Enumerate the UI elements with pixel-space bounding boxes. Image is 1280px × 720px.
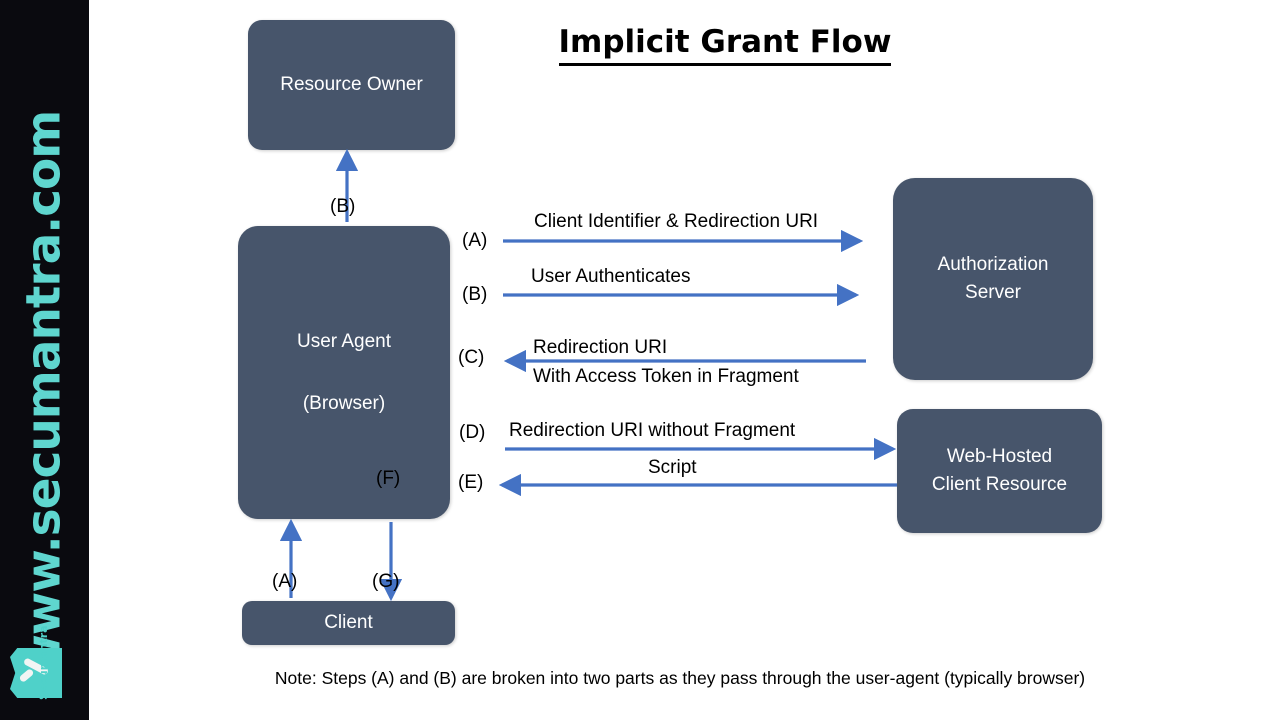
footer-note: Note: Steps (A) and (B) are broken into …	[274, 668, 1086, 688]
flow-label-a: Client Identifier & Redirection URI	[534, 211, 819, 232]
step-tag-c: (C)	[458, 347, 485, 368]
node-authorization-server: Authorization Server	[893, 178, 1093, 380]
node-web-hosted-client-resource-label-line2: Client Resource	[931, 474, 1068, 495]
step-tag-b: (B)	[462, 284, 488, 305]
flow-label-d: Redirection URI without Fragment	[509, 420, 796, 441]
page-title: Implicit Grant Flow	[500, 24, 950, 66]
node-resource-owner: Resource Owner	[248, 20, 455, 150]
flow-label-c-line2: With Access Token in Fragment	[533, 366, 799, 387]
node-authorization-server-label-line2: Server	[965, 282, 1021, 303]
step-tag-resource-owner-auth: (B)	[330, 196, 356, 217]
node-user-agent-label-line2: (Browser)	[302, 392, 386, 414]
flow-label-e: Script	[648, 457, 697, 478]
node-user-agent-label-line1: User Agent	[297, 330, 391, 352]
flow-label-c-line1: Redirection URI	[533, 337, 668, 358]
secumantra-shield-logo-icon	[10, 648, 62, 698]
step-tag-agent-to-client: (G)	[372, 571, 400, 592]
node-client: Client	[242, 601, 455, 645]
step-tag-client-to-agent: (A)	[272, 571, 298, 592]
step-tag-e: (E)	[458, 472, 484, 493]
step-tag-d: (D)	[459, 422, 486, 443]
flow-label-b: User Authenticates	[531, 266, 691, 287]
node-web-hosted-client-resource-label-line1: Web-Hosted	[946, 446, 1053, 468]
node-user-agent: User Agent (Browser)	[238, 226, 450, 519]
brand-sidebar: www.secumantra.com Secumantra	[0, 0, 89, 720]
step-tag-agent-internal: (F)	[376, 468, 401, 489]
node-authorization-server-label-line1: Authorization	[937, 254, 1049, 276]
page-title-text: Implicit Grant Flow	[558, 24, 892, 66]
node-resource-owner-label: Resource Owner	[280, 74, 423, 96]
node-client-label: Client	[324, 612, 373, 634]
step-tag-a: (A)	[462, 230, 488, 251]
node-web-hosted-client-resource: Web-Hosted Client Resource	[897, 409, 1102, 533]
